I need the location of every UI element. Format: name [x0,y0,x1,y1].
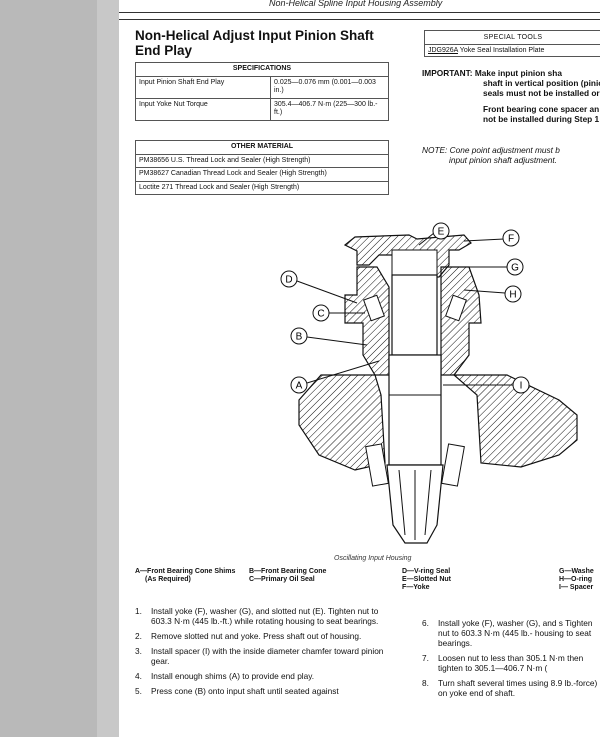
spec-label: Input Yoke Nut Torque [135,97,271,121]
legend-col-4: G—Washe H—O-ring I— Spacer [559,568,594,592]
list-item: 5.Press cone (B) onto input shaft until … [135,686,339,696]
callout-A: A [290,360,380,394]
legend-item: D—V-ring Seal [402,568,451,575]
table-row: Input Pinion Shaft End Play 0.025—0.076 … [135,75,389,99]
callout-F: F [463,229,520,247]
specifications-table: SPECIFICATIONS Input Pinion Shaft End Pl… [135,62,389,121]
specifications-heading: SPECIFICATIONS [135,62,389,77]
callout-label: G [511,263,519,274]
rear-bearing-right [441,443,465,487]
callout-label: E [438,227,445,238]
spec-label: Input Pinion Shaft End Play [135,75,271,99]
previous-figure-strip: Non-Helical Spline Input Housing Assembl… [119,0,600,13]
list-item: 3.Install spacer (I) with the inside dia… [135,646,384,666]
callout-label: I [520,381,523,392]
note-line: NOTE: Cone point adjustment must b [422,145,560,155]
important-line: IMPORTANT: Make input pinion sha [422,68,562,78]
housing-right-upper [440,266,482,376]
callout-E: E [418,222,450,246]
bearing-roller-right [445,294,467,322]
callout-H: H [463,285,522,303]
table-row: JDG926A Yoke Seal Installation Plate [425,45,600,56]
material-item: PM38627 Canadian Thread Lock and Sealer … [135,167,389,182]
section-divider [119,19,600,20]
callout-C: C [312,304,365,322]
list-item: 7.Loosen nut to less than 305.1 N·m then… [422,653,584,673]
list-item: 4.Install enough shims (A) to provide en… [135,671,315,681]
note-line: input pinion shaft adjustment. [449,155,557,165]
legend-col-1: A—Front Bearing Cone Shims (As Required) [135,568,235,584]
special-tools-heading: SPECIAL TOOLS [425,31,600,45]
list-item: 1.Install yoke (F), washer (G), and slot… [135,606,379,626]
table-row: PM38656 U.S. Thread Lock and Sealer (Hig… [135,153,389,168]
material-item: Loctite 271 Thread Lock and Sealer (High… [135,180,389,195]
legend-item: A—Front Bearing Cone Shims [135,568,236,575]
legend-item: G—Washe [559,568,594,575]
steps-left-list: 1.Install yoke (F), washer (G), and slot… [135,606,395,701]
important-line: seals must not be installed or [483,88,600,98]
other-material-heading: OTHER MATERIAL [135,140,389,155]
legend-col-2: B—Front Bearing Cone C—Primary Oil Seal [249,568,326,584]
legend-item: H—O-ring [559,576,593,583]
table-row: Loctite 271 Thread Lock and Sealer (High… [135,180,389,195]
table-row: Input Yoke Nut Torque 305.4—406.7 N·m (2… [135,97,389,121]
shaft-upper [391,274,438,356]
table-row: PM38627 Canadian Thread Lock and Sealer … [135,167,389,182]
material-item: PM38656 U.S. Thread Lock and Sealer (Hig… [135,153,389,168]
pinion-tooth [398,469,406,536]
legend-item: C—Primary Oil Seal [249,576,315,583]
section-title: Non-Helical Adjust Input Pinion Shaft En… [135,28,374,58]
bearing-roller-left [363,294,385,322]
rear-bearing-left [365,443,389,487]
tool-description: Yoke Seal Installation Plate [459,47,545,54]
legend-item: (As Required) [145,576,191,583]
document-page: Non-Helical Spline Input Housing Assembl… [119,0,600,737]
legend-col-3: D—V-ring Seal E—Slotted Nut F—Yoke [402,568,451,592]
legend-item: B—Front Bearing Cone [249,568,327,575]
list-item: 6.Install yoke (F), washer (G), and s Ti… [422,618,593,648]
housing-right-lower [452,374,578,468]
spec-value: 305.4—406.7 N·m (225—300 lb.-ft.) [270,97,389,121]
left-panel [0,0,97,737]
legend-item: F—Yoke [402,584,430,591]
callout-I: I [443,376,530,394]
callout-B: B [290,327,368,346]
important-line: Front bearing cone spacer an [483,104,600,114]
tool-code-link[interactable]: JDG926A [428,47,458,54]
important-line: shaft in vertical position (pinio [483,78,600,88]
other-material-table: OTHER MATERIAL PM38656 U.S. Thread Lock … [135,140,389,195]
callout-D: D [280,270,358,304]
callout-label: F [508,234,514,245]
pinion-tooth [424,469,432,536]
housing-left-upper [344,266,390,376]
callout-G: G [449,258,524,276]
spec-value: 0.025—0.076 mm (0.001—0.003 in.) [270,75,389,99]
list-item: 8.Turn shaft several times using 8.9 lb.… [422,678,598,698]
slotted-nut-shape [391,249,438,276]
previous-figure-caption: Non-Helical Spline Input Housing Assembl… [269,0,443,8]
special-tools-table: SPECIAL TOOLS JDG926A Yoke Seal Installa… [424,30,600,57]
figure-caption: Oscillating Input Housing [334,555,412,562]
important-line: not be installed during Step 1 [483,114,600,124]
list-item: 2.Remove slotted nut and yoke. Press sha… [135,631,362,641]
callout-label: H [509,290,516,301]
callout-label: C [317,309,324,320]
steps-right-list: 6.Install yoke (F), washer (G), and s Ti… [422,618,600,703]
input-housing-cross-section-figure: E F G H D C B [280,222,578,544]
legend-item: E—Slotted Nut [402,576,451,583]
callout-label: B [296,332,303,343]
callout-label: A [296,381,303,392]
legend-item: I— Spacer [559,584,594,591]
important-block: IMPORTANT: Make input pinion sha shaft i… [422,68,600,124]
note-block: NOTE: Cone point adjustment must b input… [422,145,560,165]
shaft-lower [388,354,442,466]
callout-label: D [285,275,292,286]
yoke-shape [343,234,472,278]
